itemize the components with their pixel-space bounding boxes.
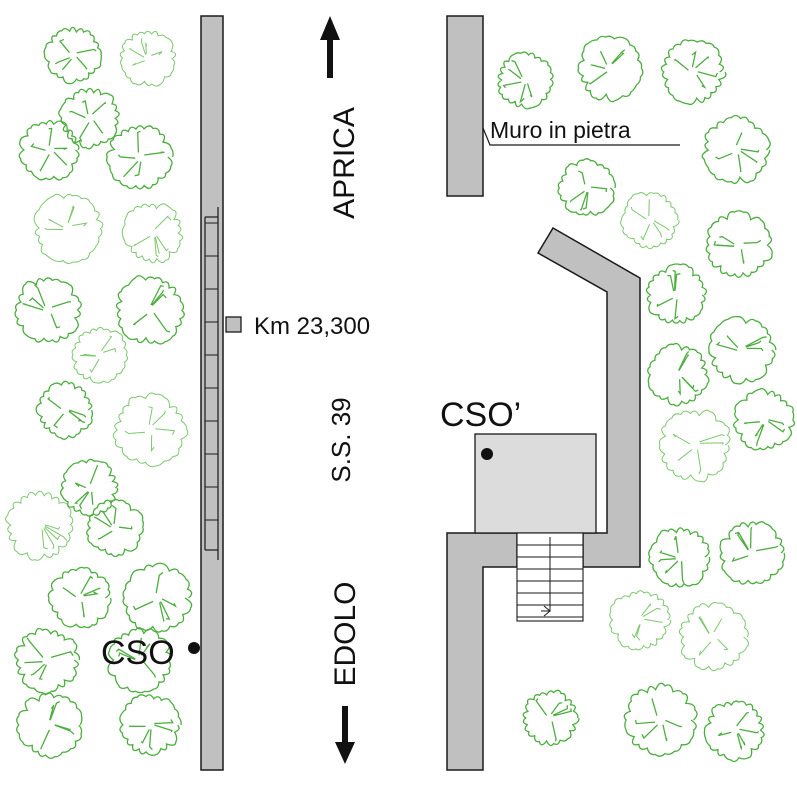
tree-icon	[620, 192, 680, 250]
tree-icon	[16, 692, 83, 759]
tree-icon	[33, 193, 104, 264]
tree-icon	[60, 458, 119, 517]
stone-wall	[446, 15, 484, 197]
point-right-label: CSO’	[440, 396, 521, 434]
tree-icon	[660, 39, 727, 106]
guard-rail	[204, 207, 219, 560]
tree-icon	[497, 51, 554, 110]
tree-icon	[121, 203, 184, 264]
point-left-label: CSO	[101, 634, 175, 672]
stairs-arrow-head	[543, 605, 551, 617]
tree-icon	[557, 158, 616, 216]
tree-icon	[112, 392, 189, 468]
point-left-marker	[188, 642, 200, 654]
tree-icon	[648, 527, 711, 588]
tree-icon	[35, 380, 94, 440]
point-right-marker	[481, 448, 493, 460]
km-marker-label: Km 23,300	[254, 313, 370, 340]
north-direction-label: APRICA	[328, 107, 361, 219]
trees	[14, 26, 796, 763]
tree-icon	[119, 694, 182, 756]
tree-icon	[71, 326, 128, 384]
arrow-up-icon	[320, 16, 340, 78]
tree-icon	[14, 277, 82, 343]
tree-icon	[115, 275, 185, 345]
road-name-label: S.S. 39	[326, 397, 356, 482]
tree-icon	[5, 490, 74, 561]
tree-icon	[105, 125, 174, 190]
tree-icon	[623, 682, 698, 757]
right-lower-wall	[446, 532, 518, 771]
tree-icon	[645, 263, 708, 324]
tree-icon	[522, 689, 580, 747]
south-direction-label: EDOLO	[329, 581, 362, 686]
tree-icon	[678, 601, 749, 672]
tree-icon	[705, 210, 773, 278]
tree-icon	[18, 119, 80, 181]
guard-rail-rungs	[205, 222, 218, 521]
tree-icon	[703, 700, 765, 763]
stone-wall-label: Muro in pietra	[490, 117, 631, 143]
arrow-down-icon	[335, 706, 355, 764]
building	[474, 433, 597, 534]
tree-icon	[719, 521, 786, 585]
tree-icon	[119, 30, 177, 87]
left-wall	[200, 15, 224, 771]
tree-icon	[107, 626, 172, 694]
km-marker-sign	[225, 316, 242, 333]
tree-icon	[122, 562, 193, 633]
tree-icon	[658, 409, 731, 483]
tree-icon	[647, 342, 710, 407]
trees-background	[5, 30, 749, 672]
tree-icon	[58, 87, 120, 150]
tree-icon	[577, 35, 644, 103]
tree-icon	[708, 315, 777, 385]
tree-icon	[733, 387, 796, 451]
tree-icon	[701, 114, 771, 185]
tree-icon	[14, 627, 81, 695]
tree-icon	[609, 590, 672, 651]
tree-icon	[43, 26, 103, 85]
tree-icon	[47, 566, 112, 629]
tree-icon	[86, 498, 144, 558]
stone-wall-leader	[482, 127, 680, 146]
